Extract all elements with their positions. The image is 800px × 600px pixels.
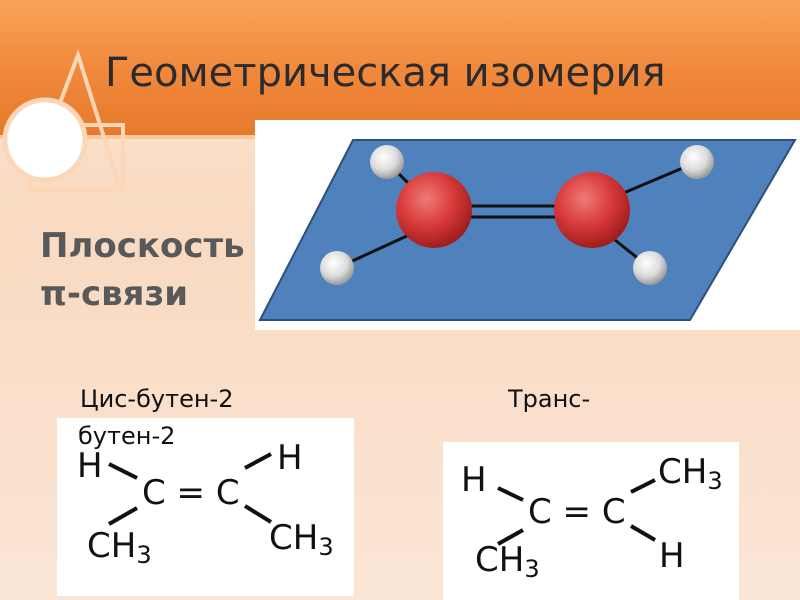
trans-bottom-left-ch3: CH3 [475,540,540,583]
trans-label-part2: бутен-2 [78,422,176,450]
trans-top-left-h: H [461,460,487,500]
cis-bottom-right-ch3: CH3 [269,518,334,561]
trans-top-right-ch3: CH3 [658,452,723,495]
cis-top-right-h: H [277,438,303,478]
page-title: Геометрическая изомерия [105,50,666,96]
cis-bottom-left-ch3: CH3 [87,526,152,569]
decorative-shapes [2,48,125,193]
hydrogen-atom-top-left [370,145,404,179]
title-band [0,0,800,135]
carbon-atom-right [554,172,630,248]
trans-double-bond: C = C [528,492,626,532]
hydrogen-atom-bottom-right [633,251,667,285]
pi-bond-plane [258,139,797,321]
cis-structure: H H C = C CH3 CH3 [57,418,354,596]
cis-top-left-h: H [77,446,103,486]
molecule-illustration [255,120,800,330]
hydrogen-atom-bottom-left [320,251,354,285]
hydrogen-atom-top-right [680,145,714,179]
cis-label: Цис-бутен-2 [80,385,234,413]
plane-label: Плоскость π-связи [40,226,245,314]
trans-structure: H CH3 C = C CH3 H [443,442,739,600]
carbon-atom-left [396,172,472,248]
trans-label-part1: Транс- [508,385,591,413]
cis-double-bond: C = C [142,473,240,513]
trans-bottom-right-h: H [659,536,685,576]
